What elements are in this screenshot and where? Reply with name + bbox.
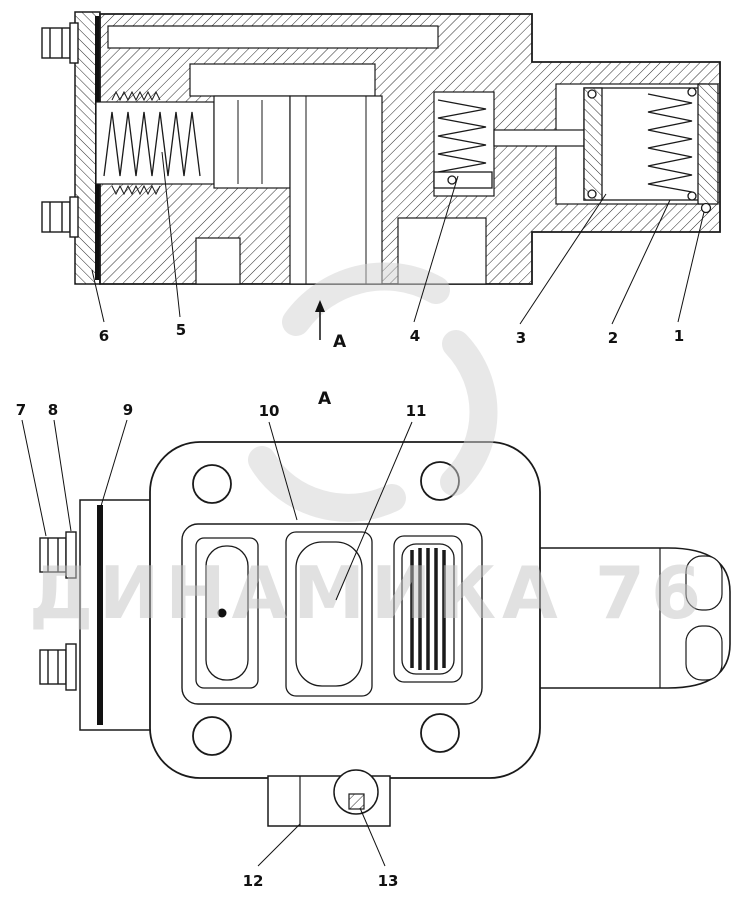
- leader-1: [677, 211, 705, 323]
- spring-left: [103, 111, 201, 177]
- callout-label-2: 2: [608, 329, 618, 347]
- leader-4: [413, 175, 459, 323]
- section-marker: A A: [315, 300, 347, 409]
- callout-label-1: 1: [674, 327, 684, 345]
- right-cartridge: [583, 83, 719, 214]
- bolt-plan-top: [39, 531, 77, 579]
- plug-screw: [700, 202, 712, 214]
- section-arrow-label: A: [333, 332, 347, 352]
- end-lug-bottom: [685, 625, 723, 681]
- callout-label-6: 6: [99, 327, 109, 345]
- central-channel: [289, 95, 383, 285]
- spring-right: [647, 93, 693, 193]
- piston-chamber: [213, 95, 291, 189]
- callout-label-12: 12: [243, 872, 264, 890]
- drain-plug: [333, 769, 379, 815]
- callout-label-3: 3: [516, 329, 526, 347]
- thread-serrations: [111, 90, 161, 196]
- section-arrow-head-icon: [315, 300, 325, 312]
- mounting-hole: [192, 716, 232, 756]
- callout-label-13: 13: [378, 872, 399, 890]
- plug-square: [348, 793, 365, 810]
- gasket-strip-plan: [97, 505, 103, 725]
- leader-8: [53, 419, 72, 532]
- leader-2: [611, 199, 671, 325]
- washer: [69, 196, 79, 238]
- leader-12: [257, 823, 301, 867]
- mounting-hole: [192, 464, 232, 504]
- bolt-head: [41, 27, 71, 59]
- bolt-plan-bottom: [39, 643, 77, 691]
- leader-13: [359, 807, 386, 867]
- pusher-rod: [493, 129, 587, 147]
- mounting-hole: [420, 713, 460, 753]
- plan-view-bottom: [39, 441, 731, 827]
- leader-7: [21, 419, 47, 537]
- center-platform: [181, 523, 483, 705]
- watermark: ДИНАМИКА 76: [29, 262, 707, 635]
- callout-label-5: 5: [176, 321, 186, 339]
- watermark-text: ДИНАМИКА 76: [29, 551, 707, 635]
- mounting-bolt-top: [41, 22, 79, 64]
- callout-label-4: 4: [410, 327, 420, 345]
- washer: [69, 22, 79, 64]
- leader-3: [519, 193, 607, 325]
- callout-label-8: 8: [48, 401, 58, 419]
- washer: [65, 643, 77, 691]
- callout-labels: 6 5 4 3 2 1 7 8 9 10 11 12 13: [16, 321, 684, 890]
- port-window-middle: [285, 531, 373, 697]
- pilot-hole: [217, 608, 227, 618]
- bore-lines: [237, 96, 367, 284]
- view-label-a: A: [318, 389, 332, 409]
- bolt-head: [39, 649, 67, 685]
- mounting-bolt-bottom: [41, 196, 79, 238]
- o-ring-icon: [687, 191, 697, 201]
- end-lug-top: [685, 555, 723, 611]
- watermark-swirl-logo: [248, 262, 498, 522]
- callout-label-10: 10: [259, 402, 280, 420]
- sleeve-wall: [583, 87, 603, 201]
- sleeve: [583, 87, 701, 201]
- end-cap: [697, 83, 719, 205]
- port-window-right: [393, 535, 463, 683]
- spring-mid: [437, 99, 487, 173]
- bolt-head: [41, 201, 71, 233]
- top-bore: [107, 25, 439, 49]
- leader-10: [268, 421, 298, 521]
- leader-11: [335, 421, 413, 601]
- callout-label-7: 7: [16, 401, 26, 419]
- port-window-left: [195, 537, 259, 689]
- washer: [65, 531, 77, 579]
- bottom-boss: [267, 769, 391, 827]
- side-extension: [499, 547, 731, 689]
- section-view-top: [41, 11, 721, 285]
- o-ring-icon: [587, 89, 597, 99]
- o-ring-icon: [587, 189, 597, 199]
- spring-seat: [433, 171, 493, 189]
- leader-5: [161, 151, 181, 318]
- callout-label-9: 9: [123, 401, 133, 419]
- leader-6: [91, 269, 105, 323]
- leader-lines: [21, 151, 705, 867]
- bottom-port-left: [195, 237, 241, 285]
- callout-label-11: 11: [406, 402, 427, 420]
- filter-grille: [410, 548, 446, 670]
- upper-slot: [189, 63, 376, 97]
- body-chambers: [95, 25, 707, 285]
- o-ring-icon: [687, 87, 697, 97]
- springs: [103, 93, 693, 193]
- leader-9: [100, 419, 128, 507]
- seat-ball: [447, 175, 457, 185]
